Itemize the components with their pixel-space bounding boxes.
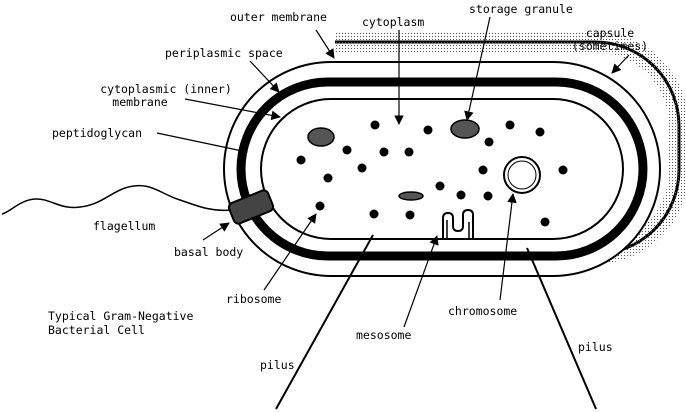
diagram-title-line-2: Bacterial Cell [48,323,145,337]
basal-body [227,189,275,225]
periplasmic-space-label: periplasmic space [165,46,283,60]
flagellum-label: flagellum [93,219,155,233]
capsule-label-sometimes: (sometimes) [572,39,648,53]
mesosome [442,208,474,239]
mesosome-label: mesosome [356,328,411,342]
pilus-left [275,234,374,410]
cytoplasmic-membrane-label-2: membrane [112,95,167,109]
chromosome [503,156,541,194]
leader-lines [156,16,630,328]
basal-body-label: basal body [174,245,243,259]
cytoplasmic-membrane-label: cytoplasmic (inner) [100,82,232,96]
peptidoglycan-layer [236,77,648,261]
storage-granule [450,119,480,139]
ribosome-label: ribosome [226,292,281,306]
diagram-title-line-1: Typical Gram-Negative [48,309,193,323]
flagellum [1,184,232,215]
capsule-label: capsule [586,26,635,40]
ribosomes [296,120,568,227]
peptidoglycan-label: peptidoglycan [52,126,142,140]
capsule [335,32,686,264]
pilus-right [526,247,597,410]
storage-granule [398,191,424,201]
storage-granule [307,127,335,147]
outer-membrane-label: outer membrane [230,10,327,24]
pilus-right-label: pilus [578,340,613,354]
storage-granule-label: storage granule [469,2,573,16]
chromosome-label: chromosome [448,304,517,318]
pilus-left-label: pilus [260,358,295,372]
cytoplasm-label: cytoplasm [362,15,424,29]
